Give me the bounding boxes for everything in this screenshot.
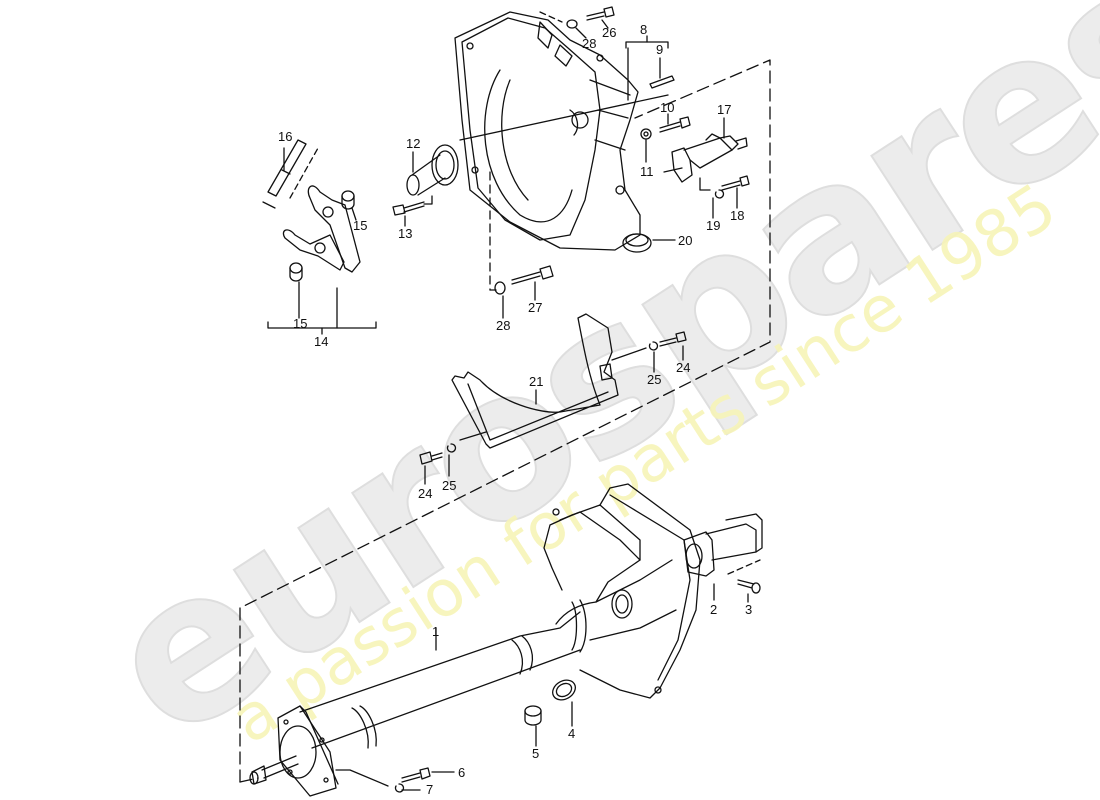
bolt-18 [721,175,750,209]
bushing-15b [289,262,303,319]
slave-cylinder [663,117,748,183]
callout-26[interactable]: 26 [602,25,616,40]
clutch-housing [454,11,641,251]
callout-3[interactable]: 3 [745,602,752,617]
bracket-14 [267,287,377,335]
callout-11[interactable]: 11 [640,164,654,179]
callout-18[interactable]: 18 [730,208,744,223]
callout-6[interactable]: 6 [458,765,465,780]
callout-2[interactable]: 2 [710,602,717,617]
callout-25b[interactable]: 25 [442,478,456,493]
callout-labels: 1 2 3 4 5 6 7 8 9 10 11 12 13 14 15 15 1… [278,22,752,797]
bolt-10 [659,113,691,133]
callout-1[interactable]: 1 [432,624,439,639]
assembly-boundary [239,59,771,783]
release-fork-14 [282,185,361,273]
callout-9[interactable]: 9 [656,42,663,57]
screw-3 [727,559,761,603]
callout-21[interactable]: 21 [529,374,543,389]
callout-19[interactable]: 19 [706,218,720,233]
cover-plate-21 [451,313,647,449]
callout-14[interactable]: 14 [314,334,328,349]
bolt-27 [511,265,554,301]
washer-28-lower [494,281,506,319]
seal-ring-20 [622,233,676,253]
washer-7 [335,769,421,793]
bolt-6 [401,767,455,783]
pivot-shaft-16 [262,139,319,209]
watermark: eurospares a passion for parts since 198… [66,0,1100,787]
callout-27[interactable]: 27 [528,300,542,315]
callout-7[interactable]: 7 [426,782,433,797]
plug-5 [524,705,542,747]
callout-25a[interactable]: 25 [647,372,661,387]
leader-8 [625,35,669,101]
grommet-4 [552,679,576,727]
axis-line [459,94,669,141]
callout-20[interactable]: 20 [678,233,692,248]
washer-25-upper [648,341,659,373]
callout-5[interactable]: 5 [532,746,539,761]
callout-17[interactable]: 17 [717,102,731,117]
callout-4[interactable]: 4 [568,726,575,741]
callout-15b[interactable]: 15 [293,316,307,331]
callout-10[interactable]: 10 [660,100,674,115]
callout-12[interactable]: 12 [406,136,420,151]
transaxle-tube [249,483,701,797]
bolt-26 [586,6,615,29]
bolt-24-lower [419,451,443,485]
bolt-24-upper [659,331,687,361]
bolt-13 [392,195,433,227]
dowel-pin [649,57,675,89]
watermark-brand: eurospares [66,0,1100,787]
bearing-block-2 [683,513,763,601]
bushing-15a [341,190,357,221]
callout-24b[interactable]: 24 [418,486,432,501]
callout-28a[interactable]: 28 [582,36,596,51]
svg-text:eurospares: eurospares [67,0,1100,786]
callout-28b[interactable]: 28 [496,318,510,333]
guide-tube [406,144,459,196]
washer-25-lower [446,443,457,477]
callout-15a[interactable]: 15 [353,218,367,233]
washer-28-top [539,11,587,39]
callout-16[interactable]: 16 [278,129,292,144]
callout-13[interactable]: 13 [398,226,412,241]
callout-24a[interactable]: 24 [676,360,690,375]
nut-11 [640,128,652,163]
callout-8[interactable]: 8 [640,22,647,37]
washer-19 [699,177,725,219]
